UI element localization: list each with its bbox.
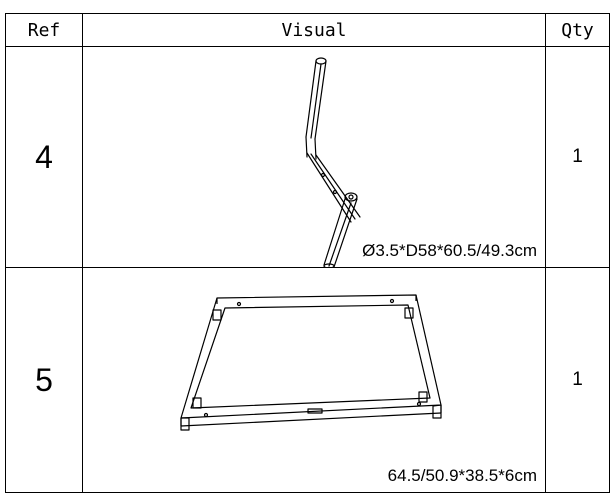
dimensions-label: Ø3.5*D58*60.5/49.3cm	[362, 241, 537, 261]
parts-table: Ref Visual Qty 4	[5, 12, 610, 493]
ref-number: 5	[5, 267, 83, 493]
header-ref: Ref	[5, 12, 83, 48]
quantity: 1	[545, 267, 610, 493]
header-qty: Qty	[545, 12, 610, 48]
quantity: 1	[545, 46, 610, 269]
visual-cell: Ø3.5*D58*60.5/49.3cm	[82, 46, 546, 269]
header-row: Ref Visual Qty	[5, 12, 610, 48]
leg-frame-drawing	[305, 57, 361, 268]
rectangular-frame-drawing	[180, 294, 442, 431]
table-row: 4	[5, 46, 610, 269]
dimensions-label: 64.5/50.9*38.5*6cm	[387, 466, 537, 485]
ref-number: 4	[5, 46, 83, 269]
table-row: 5	[5, 267, 610, 493]
visual-cell: 64.5/50.9*38.5*6cm	[82, 267, 546, 493]
header-visual: Visual	[82, 12, 546, 48]
